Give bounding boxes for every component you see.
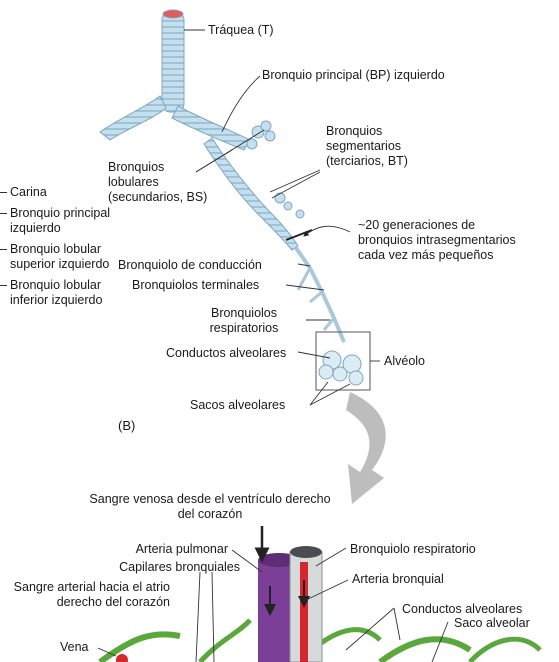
label-pulmonary-artery: Arteria pulmonar — [88, 542, 228, 557]
label-main-bronchus: Bronquio principal (BP) izquierdo — [262, 68, 445, 83]
label-alveolar-sac: Saco alveolar — [454, 616, 530, 631]
label-respiratory-bronchiole: Bronquiolo respiratorio — [350, 542, 476, 557]
label-alveolar-ducts-lower: Conductos alveolares — [402, 602, 522, 617]
label-vein: Vena — [60, 640, 89, 655]
label-lobular-bronchi: Bronquios lobulares (secundarios, BS) — [108, 160, 218, 205]
label-left-lower-lobar-bronchus: Bronquio lobular inferior izquierdo — [0, 278, 120, 308]
left-labels: Carina Bronquio principal izquierdo Bron… — [0, 185, 120, 314]
label-segmental-bronchi: Bronquios segmentarios (terciarios, BT) — [326, 124, 446, 169]
label-arterial-blood: Sangre arterial hacia el atrio derecho d… — [4, 580, 170, 610]
label-alveolar-ducts: Conductos alveolares — [166, 346, 286, 361]
label-venous-blood: Sangre venosa desde el ventrículo derech… — [82, 492, 338, 522]
trachea-shape — [162, 12, 184, 112]
panel-label: (B) — [118, 418, 135, 433]
label-bronchial-capillaries: Capilares bronquiales — [88, 560, 240, 575]
alveolar-sacs-shape — [319, 351, 363, 385]
label-conducting-bronchiole: Bronquiolo de conducción — [118, 258, 262, 273]
label-alveolus: Alvéolo — [384, 354, 425, 369]
bronchial-artery-shape — [300, 562, 308, 662]
descending-bronchus-shape — [204, 138, 298, 250]
trachea-opening — [163, 10, 183, 18]
label-left-upper-lobar-bronchus: Bronquio lobular superior izquierdo — [0, 242, 120, 272]
label-terminal-bronchioles: Bronquiolos terminales — [132, 278, 259, 293]
transition-arrow — [346, 392, 386, 504]
left-branch-shape — [100, 96, 166, 140]
label-left-main-bronchus: Bronquio principal izquierdo — [0, 206, 120, 236]
label-bronchial-artery: Arteria bronquial — [352, 572, 444, 587]
label-generations: ~20 generaciones de bronquios intrasegme… — [358, 218, 518, 263]
label-alveolar-sacs: Sacos alveolares — [190, 398, 285, 413]
label-carina: Carina — [0, 185, 120, 200]
label-trachea: Tráquea (T) — [208, 23, 274, 38]
label-respiratory-bronchioles: Bronquiolos respiratorios — [184, 306, 304, 336]
